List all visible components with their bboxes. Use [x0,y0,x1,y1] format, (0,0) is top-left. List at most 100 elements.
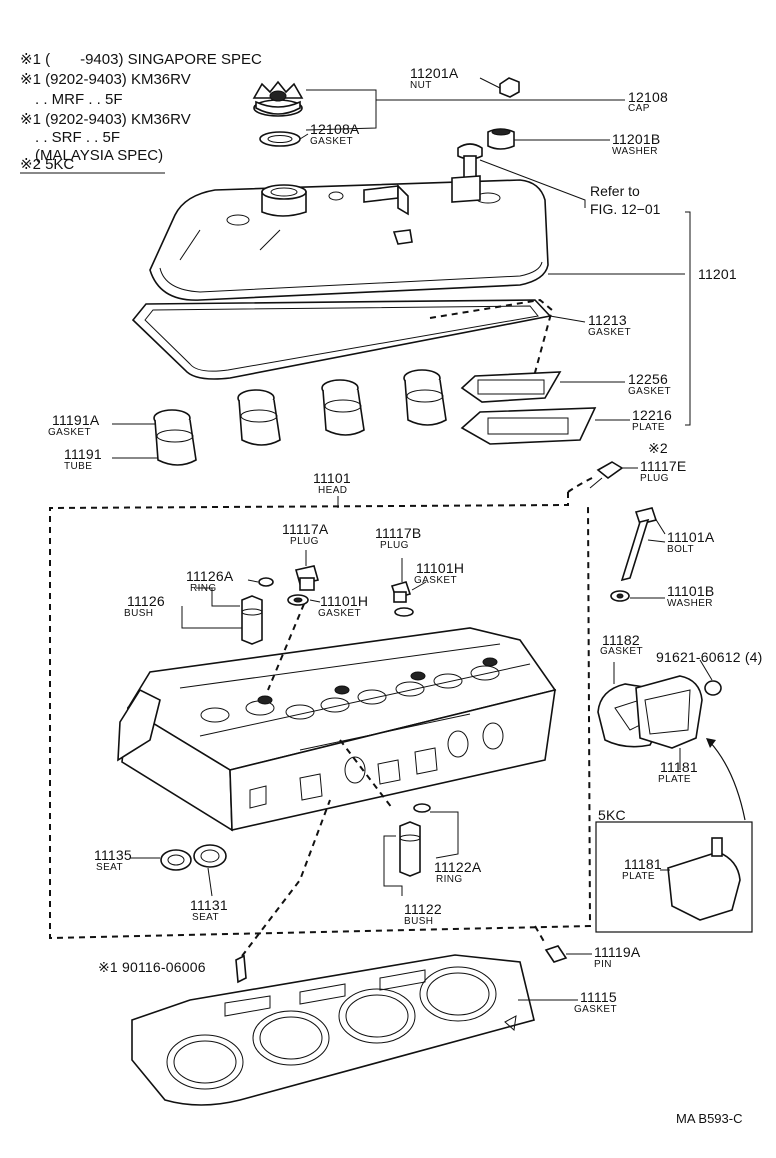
part-name-11201b: WASHER [612,146,658,157]
part-number-12216: 12216 [632,407,672,423]
note-line-3: . . MRF . . 5F [20,91,123,108]
head-cover-gasket-11213-part [131,299,552,380]
water-outlet-plate-11181-part [635,675,703,749]
part-number-11126: 11126 [127,593,165,609]
inset-arrow [709,741,746,821]
refer-leader [479,159,586,208]
oil-separator-gasket-12256-part [460,371,562,403]
part-number-11181: 11181 [660,759,698,775]
bolt-91621-part [704,680,722,696]
part-name-11101h-a: GASKET [318,608,361,619]
figure-code: MA B593-C [676,1111,743,1126]
part-number-11191a: 11191A [52,412,100,428]
part-name-11191: TUBE [64,461,93,472]
valve-guide-bush-11122-part [399,821,421,877]
part-number-11101b: 11101B [667,583,715,599]
oil-separator-plate-12216-part [460,407,597,445]
part-number-11101h-b: 11101H [416,560,465,576]
refer-figure-text: FIG. 12−01 [590,201,661,217]
oil-cap-12108-part [252,80,304,117]
part-number-11117e: 11117E [640,458,687,474]
cylinder-head-11101-part [117,627,557,832]
part-number-11131: 11131 [190,897,228,913]
inset-5kc-box [595,821,753,933]
part-number-11119a: 11119A [594,944,641,960]
part-number-12108: 12108 [628,89,668,105]
valve-seat-11131-part [193,844,227,868]
part-number-11101a: 11101A [667,529,715,545]
part-name-11115: GASKET [574,1004,617,1015]
plug-11117e-marker: ※2 [648,440,668,456]
part-number-11182: 11182 [602,632,640,648]
note-line-1: ※1 ( -9403) SINGAPORE SPEC [20,51,262,68]
part-name-11182: GASKET [600,646,643,657]
spark-plug-tube-3 [321,379,365,436]
part-number-11122: 11122 [404,901,442,917]
part-name-11201a: NUT [410,80,432,91]
part-number-11117b: 11117B [375,525,422,541]
part-name-11131: SEAT [192,912,219,923]
part-number-12108a: 12108A [310,121,360,137]
part-number-11117a: 11117A [282,521,329,537]
head-gasket-11115-part [131,954,535,1106]
head-bolt-11101a-part [620,507,658,582]
gasket-leader-dashed [429,298,554,381]
part-number-11191: 11191 [64,446,102,462]
part-number-11201b: 11201B [612,131,661,147]
part-number-11101h-a: 11101H [320,593,369,609]
spark-plug-tube-2 [237,389,281,446]
part-name-11181: PLATE [658,774,691,785]
part-name-11126a: RING [190,583,217,594]
inset-title-5kc: 5KC [598,807,626,823]
part-name-11101: HEAD [318,485,348,496]
part-number-11101: 11101 [313,470,351,486]
part-number-11115: 11115 [580,989,617,1005]
head-washer-11101b-part [610,590,630,602]
part-name-11117a: PLUG [290,536,319,547]
note-line-5: . . SRF . . 5F [20,129,121,146]
cap-bracket-line [305,89,377,131]
cap-gasket-12108a-part [259,131,301,147]
part-name-11117b: PLUG [380,540,409,551]
spark-plug-tube-1 [153,409,197,466]
inset-part-number-11181: 11181 [624,856,662,872]
refer-to-text: Refer to [590,183,640,199]
note-line-6: (MALAYSIA SPEC) [20,147,164,164]
part-name-11119a: PIN [594,959,612,970]
part-name-11191a: GASKET [48,427,91,438]
plug-11117a-part [294,565,320,591]
snap-ring-11126a-part [258,577,274,587]
part-name-11126: BUSH [124,608,154,619]
part-number-12256: 12256 [628,371,668,387]
bolt-grommet-part [457,143,483,179]
plug-11117e-part [589,461,624,489]
part-number-11201: 11201 [698,266,737,282]
part-number-11213: 11213 [588,312,627,328]
note-line-4: ※1 (9202-9403) KM36RV [20,111,191,128]
part-name-11101h-b: GASKET [414,575,457,586]
part-name-11101a: BOLT [667,544,694,555]
gasket-11101h-b-part [394,607,414,617]
valve-guide-bush-11126-part [241,595,263,645]
part-name-11117e: PLUG [640,473,669,484]
part-number-11126a: 11126A [186,568,234,584]
gasket-11101h-a-part [287,594,309,606]
part-number-11122a: 11122A [434,859,482,875]
stud-90116-part [235,954,247,984]
part-name-11213: GASKET [588,327,631,338]
part-name-12108: CAP [628,103,650,114]
part-name-11101b: WASHER [667,598,713,609]
part-name-12108a: GASKET [310,136,353,147]
head-cover-bracket [685,211,691,426]
part-number-11201a: 11201A [410,65,459,81]
part-name-12256: GASKET [628,386,671,397]
part-number-90116: ※1 90116-06006 [98,959,206,975]
note-line-7: ※2 5KC [20,156,75,173]
part-name-12216: PLATE [632,422,665,433]
part-number-91621: 91621-60612 (4) [656,649,763,665]
inset-part-name-11181: PLATE [622,871,655,882]
part-name-11122a: RING [436,874,463,885]
valve-seat-11135-part [160,849,192,871]
